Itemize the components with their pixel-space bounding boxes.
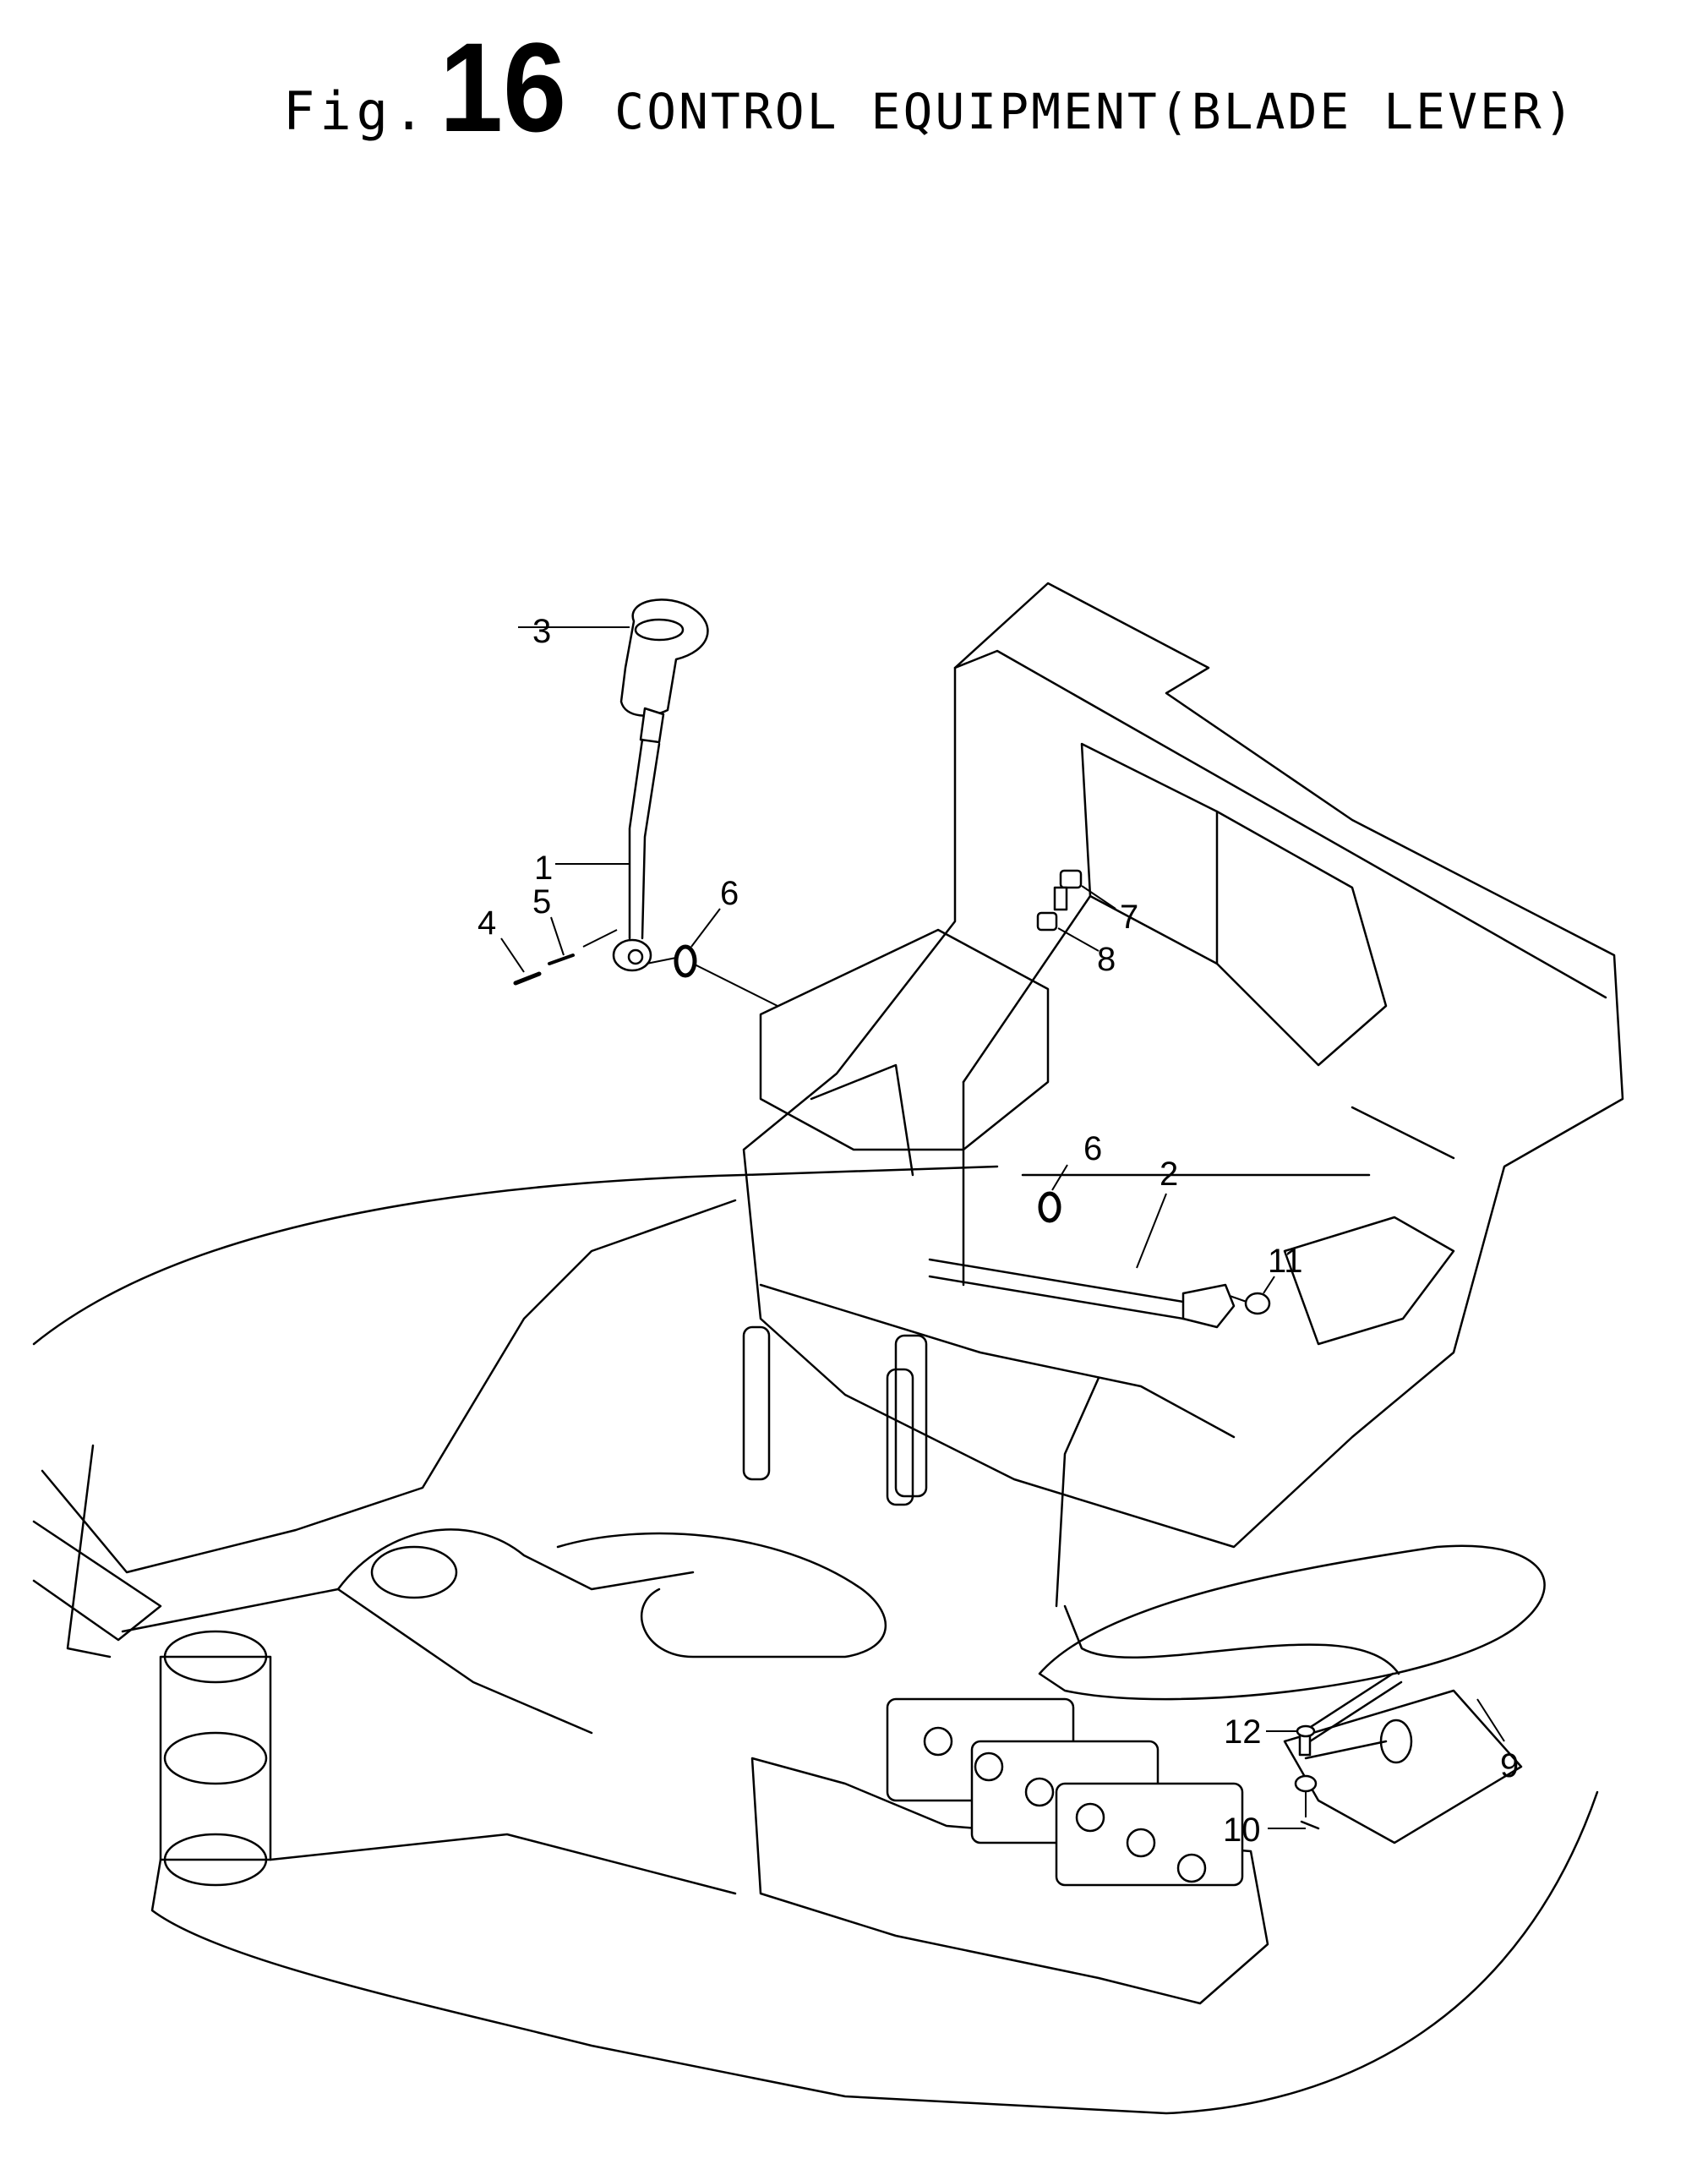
callout-10: 10 [1223, 1812, 1261, 1849]
console-frame [742, 582, 1624, 1549]
callout-7: 7 [1120, 899, 1138, 936]
control-valve [750, 1689, 1523, 2005]
callout-6a: 6 [720, 875, 739, 912]
part-lever [555, 707, 665, 972]
callout-11: 11 [1268, 1243, 1303, 1280]
part-cable [1055, 1376, 1505, 1793]
callout-12: 12 [1224, 1713, 1262, 1751]
part-cotter-pin [1266, 1724, 1320, 1830]
part-pins [500, 908, 1068, 1223]
callout-6b: 6 [1083, 1130, 1102, 1167]
part-knob [518, 598, 709, 717]
callout-labels: 1 2 3 4 5 6 6 7 8 9 10 11 12 [477, 613, 1519, 1849]
callout-4: 4 [477, 904, 496, 942]
part-shaft [928, 1193, 1275, 1329]
part-bolt-nut [1036, 869, 1116, 952]
callout-5: 5 [532, 883, 551, 921]
callout-9: 9 [1500, 1747, 1519, 1784]
figure-title: Fig. 16 CONTROL EQUIPMENT(BLADE LEVER) [283, 16, 1576, 158]
callout-3: 3 [532, 613, 551, 650]
fig-caption: CONTROL EQUIPMENT(BLADE LEVER) [614, 82, 1576, 140]
callout-8: 8 [1097, 941, 1116, 978]
base-frame [32, 1165, 1599, 2115]
callout-1: 1 [534, 850, 553, 887]
fig-prefix: Fig. [283, 79, 430, 142]
callout-2: 2 [1160, 1156, 1178, 1193]
fig-number: 16 [439, 16, 567, 158]
